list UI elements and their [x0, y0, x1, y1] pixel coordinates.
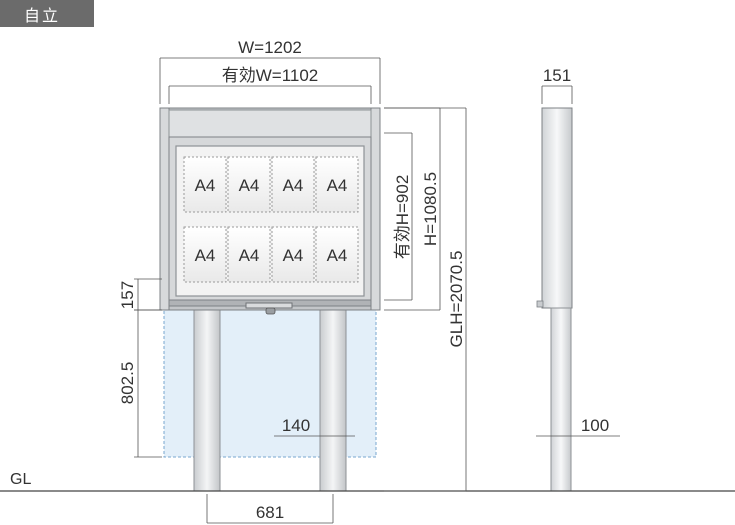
paper-label: A4 [239, 246, 260, 265]
paper-label: A4 [239, 176, 260, 195]
paper-cell [183, 226, 227, 283]
post-spacing-label: 681 [256, 503, 284, 522]
category-tag: 自立 [0, 0, 94, 27]
lower-height-label: 802.5 [118, 362, 137, 405]
effective-width-dimension [168, 85, 372, 104]
side-post-width-label: 100 [581, 416, 609, 435]
paper-cell [315, 226, 359, 283]
board-right-edge [370, 107, 381, 311]
height-label: H=1080.5 [421, 172, 440, 246]
paper-label: A4 [327, 246, 348, 265]
board-header-bar [168, 109, 372, 138]
left-post [193, 307, 221, 492]
ground-height-dimension [384, 107, 467, 492]
side-depth-dimension [541, 85, 573, 104]
top-offset-dimension [134, 278, 162, 311]
width-dimension [159, 57, 381, 104]
side-panel [541, 107, 573, 309]
top-offset-label: 157 [118, 281, 137, 309]
paper-cell [271, 156, 315, 213]
effective-height-label: 有効H=902 [393, 175, 412, 260]
ground-label: GL [10, 471, 31, 488]
paper-cell [183, 156, 227, 213]
paper-label: A4 [195, 176, 216, 195]
paper-cell [271, 226, 315, 283]
paper-label: A4 [283, 176, 304, 195]
paper-label: A4 [327, 176, 348, 195]
side-bracket [536, 300, 544, 308]
paper-cell [227, 226, 271, 283]
paper-cell [227, 156, 271, 213]
paper-label: A4 [195, 246, 216, 265]
paper-grid: A4 A4 A4 A4 A4 A4 A4 A4 [183, 156, 359, 283]
effective-height-dimension [384, 132, 413, 301]
post-width-label: 140 [282, 416, 310, 435]
ground-height-label: GLH=2070.5 [447, 251, 466, 348]
post-spacing-dimension [206, 494, 334, 524]
paper-label: A4 [283, 246, 304, 265]
width-label: W=1202 [238, 38, 302, 57]
side-post [550, 307, 572, 492]
board-latch [245, 302, 293, 309]
side-depth-label: 151 [543, 66, 571, 85]
effective-width-label: 有効W=1102 [222, 66, 319, 85]
board-left-edge [159, 107, 170, 311]
board-lock [265, 307, 276, 315]
paper-cell [315, 156, 359, 213]
lower-height-dimension [134, 309, 162, 458]
right-post [319, 307, 347, 492]
